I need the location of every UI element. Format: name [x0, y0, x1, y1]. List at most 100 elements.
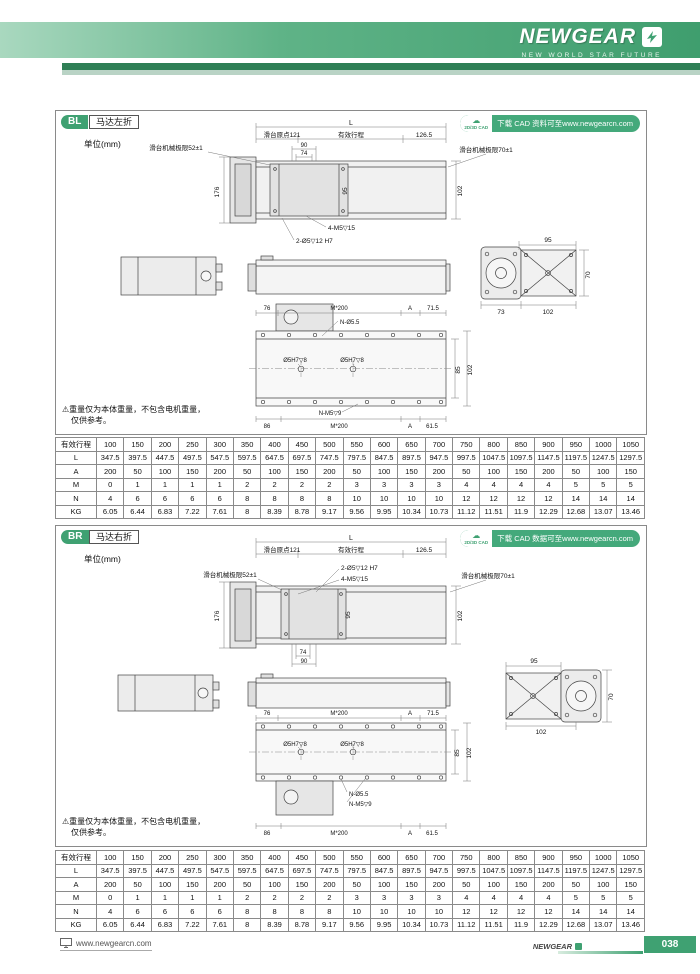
- table-cell: 997.5: [452, 450, 481, 465]
- table-cell: 3: [424, 477, 454, 492]
- bl-end-95: 95: [544, 237, 552, 244]
- section-bl: BL 马达左折 单位(mm) ☁ 2D/3D CAD 下载 CAD 资料可至ww…: [55, 110, 647, 435]
- table-header-cell: 300: [205, 437, 234, 452]
- table-cell: 4: [479, 890, 508, 905]
- section-badge: BL: [61, 115, 89, 129]
- table-cell: 8: [287, 491, 317, 506]
- table-header-cell: 750: [452, 437, 481, 452]
- table-header-cell: 300: [205, 850, 234, 865]
- br-callout-tap: 4-M5▽15: [341, 576, 368, 583]
- br-top-view-geometry: [229, 581, 447, 649]
- table-cell: 3: [369, 890, 399, 905]
- table-cell: 6: [178, 904, 207, 919]
- page-number: 038: [644, 936, 696, 953]
- table-cell: 6.44: [123, 917, 152, 932]
- table-cell: 547.5: [205, 863, 234, 878]
- table-cell: 6: [205, 904, 234, 919]
- table-cell: 9.95: [369, 917, 399, 932]
- table-cell: 14: [561, 904, 591, 919]
- technical-drawing-bl: L 滑台原点121 有效行程 126.5 90 74 滑台机械极限52±1 滑台…: [120, 120, 592, 430]
- bl-limit-right: 滑台机械极限70±1: [459, 145, 513, 154]
- table-row-label: L: [55, 863, 97, 878]
- bl-bot-A-bottom: A: [408, 424, 412, 430]
- br-dim-74: 74: [300, 650, 307, 656]
- brand-logo-icon: [642, 27, 662, 47]
- br-callout-n-tap: N-M5▽9: [349, 802, 372, 808]
- table-cell: 647.5: [260, 450, 289, 465]
- table-cell: 12: [534, 904, 563, 919]
- note-line1: 重量仅为本体重量，不包含电机重量，: [69, 405, 206, 414]
- table-header-cell: 900: [534, 850, 563, 865]
- table-cell: 13.46: [616, 504, 645, 519]
- br-end-102: 102: [536, 729, 547, 736]
- bl-end-73: 73: [497, 309, 505, 316]
- table-cell: 100: [150, 877, 180, 892]
- table-cell: 6: [123, 904, 152, 919]
- table-cell: 9.56: [342, 504, 371, 519]
- table-row-label: M: [55, 890, 97, 905]
- table-header-label: 有效行程: [55, 437, 97, 452]
- table-cell: 10: [342, 491, 371, 506]
- bl-bot-A-top: A: [408, 306, 412, 312]
- table-cell: 7.22: [178, 504, 207, 519]
- table-cell: 847.5: [369, 863, 399, 878]
- table-cell: 11.12: [452, 917, 481, 932]
- cad-download-text: 下载 CAD 资料可至www.newgearcn.com: [497, 119, 633, 128]
- table-cell: 0: [95, 477, 125, 492]
- table-cell: 7.22: [178, 917, 207, 932]
- table-header-cell: 1000: [589, 437, 618, 452]
- table-cell: 697.5: [287, 863, 317, 878]
- bl-dim-90: 90: [301, 143, 308, 149]
- table-cell: 7.61: [205, 917, 234, 932]
- table-cell: 12: [479, 491, 508, 506]
- table-cell: 897.5: [397, 450, 426, 465]
- table-cell: 4: [452, 890, 481, 905]
- table-header-cell: 1050: [616, 850, 645, 865]
- table-header-cell: 200: [150, 437, 180, 452]
- table-cell: 1197.5: [561, 450, 591, 465]
- table-cell: 14: [589, 491, 618, 506]
- brand-name: NEWGEAR: [519, 25, 636, 48]
- br-dim-126-5: 126.5: [416, 547, 433, 554]
- table-cell: 797.5: [342, 450, 371, 465]
- table-cell: 1: [150, 890, 180, 905]
- table-cell: 1247.5: [589, 863, 618, 878]
- table-cell: 11.12: [452, 504, 481, 519]
- bl-dim-126-5: 126.5: [416, 132, 433, 139]
- table-row-label: N: [55, 904, 97, 919]
- table-cell: 11.9: [506, 917, 536, 932]
- table-cell: 10.34: [397, 917, 426, 932]
- table-header-cell: 800: [479, 850, 508, 865]
- bl-dim-102: 102: [457, 185, 464, 196]
- table-header-cell: 550: [342, 437, 371, 452]
- br-limit-left: 滑台机械极限52±1: [203, 570, 257, 579]
- br-dimension-labels: L 滑台原点121 有效行程 126.5 2-Ø5▽12 H7 4-M5▽15 …: [203, 535, 615, 837]
- table-cell: 50: [123, 877, 152, 892]
- table-cell: 150: [397, 464, 426, 479]
- table-cell: 947.5: [424, 450, 454, 465]
- table-header-cell: 350: [232, 437, 262, 452]
- table-cell: 12.68: [561, 504, 591, 519]
- table-cell: 4: [506, 890, 536, 905]
- table-header-cell: 500: [315, 437, 344, 452]
- weight-note: ⚠重量仅为本体重量，不包含电机重量， 仅供参考。: [62, 816, 205, 838]
- table-row-label: KG: [55, 917, 97, 932]
- table-cell: 6.83: [150, 504, 180, 519]
- table-cell: 1247.5: [589, 450, 618, 465]
- bl-bot-102: 102: [467, 364, 474, 375]
- table-header-cell: 700: [424, 850, 454, 865]
- table-cell: 150: [616, 464, 645, 479]
- table-cell: 8: [260, 491, 289, 506]
- table-cell: 5: [616, 477, 645, 492]
- table-cell: 10.73: [424, 917, 454, 932]
- table-header-cell: 950: [561, 437, 591, 452]
- table-cell: 6.44: [123, 504, 152, 519]
- table-cell: 3: [342, 890, 371, 905]
- footer-brand: NEWGEAR: [533, 942, 582, 951]
- table-header-cell: 350: [232, 850, 262, 865]
- table-cell: 5: [561, 477, 591, 492]
